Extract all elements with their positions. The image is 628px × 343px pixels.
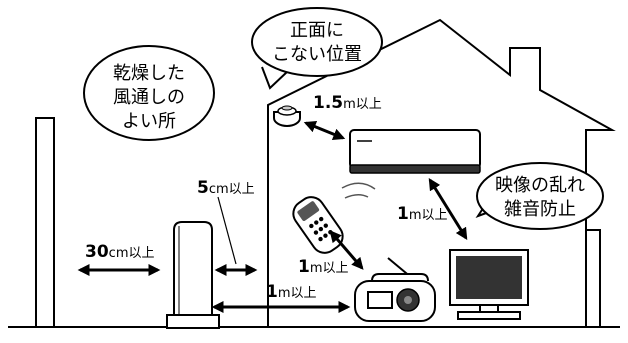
- callout-not-front: 正面に こない位置: [251, 7, 383, 90]
- left-pillar: [35, 117, 55, 328]
- label-ac-tv-gap: 1m以上: [397, 204, 448, 224]
- arrow-remote-radio: [329, 230, 364, 270]
- house-right-step: [586, 229, 601, 327]
- label-floor-gap: 1m以上: [266, 282, 317, 302]
- callout-dry-place: 乾燥した 風通しの よい所: [83, 45, 215, 141]
- label-remote-radio-gap: 1m以上: [298, 257, 349, 277]
- label-smoke-detector-gap: 1.5m以上: [313, 93, 382, 113]
- callout-image-noise: 映像の乱れ 雑音防止: [475, 162, 604, 230]
- remote-control-icon: [292, 182, 376, 254]
- smoke-detector-icon: [273, 105, 301, 127]
- callout-dry-place-line3: よい所: [122, 111, 176, 132]
- arrow-ac-tv: [428, 177, 468, 241]
- air-conditioner-icon: [349, 129, 481, 174]
- callout-not-front-line2: こない位置: [272, 44, 362, 65]
- label-side-gap: 30cm以上: [85, 242, 154, 262]
- callout-not-front-line1: 正面に: [290, 20, 344, 41]
- callout-image-noise-line1: 映像の乱れ: [495, 175, 585, 196]
- callout-dry-place-line1: 乾燥した: [113, 63, 185, 84]
- callout-image-noise-line2: 雑音防止: [504, 199, 576, 220]
- arrow-smoke-ac: [303, 121, 346, 140]
- callout-dry-place-line2: 風通しの: [113, 87, 185, 108]
- label-wall-gap: 5cm以上: [197, 178, 255, 198]
- leader-wall-gap: [217, 196, 237, 265]
- radio-icon: [354, 257, 436, 322]
- television-icon: [449, 249, 529, 320]
- outdoor-unit-icon: [166, 221, 220, 329]
